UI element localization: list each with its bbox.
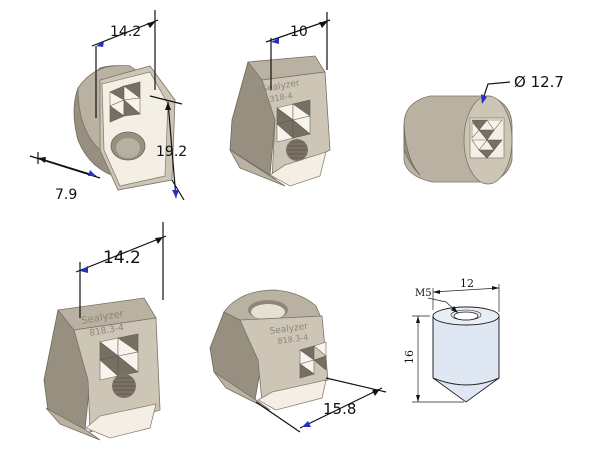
dimension-fig5-length: 15.8 — [255, 377, 387, 433]
dim-fig5-length-label: 15.8 — [323, 400, 356, 418]
dim-fig1-width-label: 7.9 — [55, 187, 77, 203]
dimension-fig2-top: 10 — [265, 12, 331, 90]
dim-fig1-side-label: 19.2 — [156, 144, 187, 160]
hex-triangle-pattern — [276, 99, 311, 143]
dim-fig6-width-label: 12 — [460, 277, 474, 290]
hex-triangle-pattern — [99, 333, 139, 381]
part-6-cone-cylinder — [432, 306, 500, 403]
dimension-fig6-thread: M5 — [415, 288, 459, 314]
part-1-ring — [73, 65, 176, 191]
dimension-fig1-side: 19.2 — [149, 95, 187, 201]
dim-fig4-top-label: 14.2 — [103, 248, 141, 268]
dim-fig6-thread-label: M5 — [415, 288, 432, 299]
dimension-fig1-width: 7.9 — [29, 152, 101, 203]
dimension-fig1-top: 14.2 — [91, 10, 159, 118]
dim-fig2-top-label: 10 — [290, 24, 308, 40]
part-2-wedge: Sealyzer 318-4 — [229, 55, 331, 187]
hex-triangle-pattern — [299, 341, 327, 379]
part-3-round-nut — [403, 95, 513, 185]
dimension-fig6-height: 16 — [403, 315, 464, 403]
dimension-fig4-top: 14.2 — [75, 222, 167, 318]
dim-fig1-top-label: 14.2 — [110, 24, 141, 40]
svg-text:318-4: 318-4 — [269, 91, 293, 104]
hex-triangle-pattern — [471, 119, 503, 159]
dimension-fig3-diameter: Ø 12.7 — [481, 73, 564, 104]
dim-fig3-diameter-label: Ø 12.7 — [514, 73, 564, 91]
hex-triangle-pattern — [109, 81, 141, 123]
part-4-wedge: Sealyzer 818.3-4 — [43, 297, 161, 441]
svg-text:818.3-4: 818.3-4 — [277, 333, 309, 346]
dim-fig6-height-label: 16 — [403, 350, 416, 364]
part-5-holed-block: Sealyzer 818.3-4 — [209, 289, 329, 411]
